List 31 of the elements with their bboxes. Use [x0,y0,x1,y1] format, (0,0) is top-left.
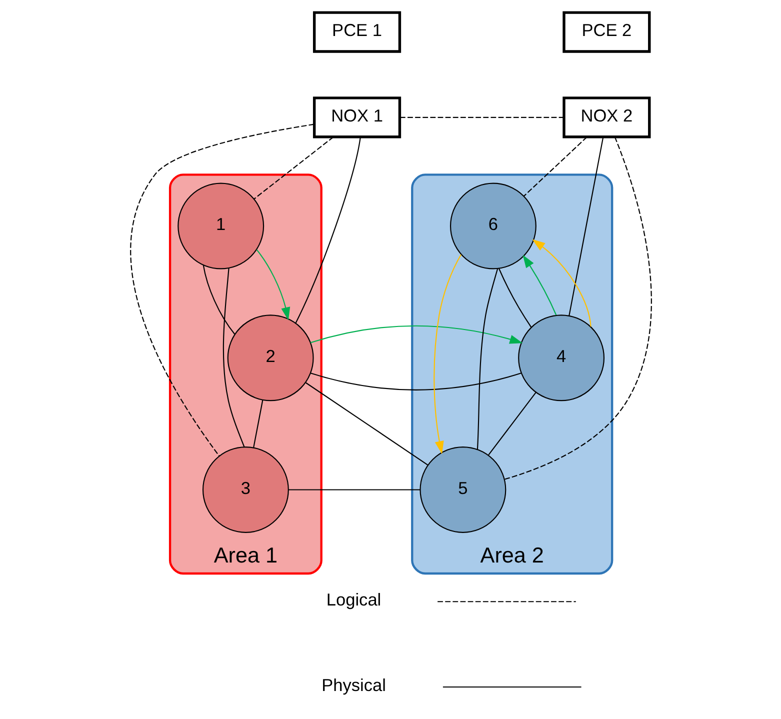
arrow [522,254,556,316]
legend-label: Physical [321,675,386,696]
connector [202,264,235,334]
connector [294,137,360,324]
node-box: NOX 2 [562,96,650,138]
connector [504,136,652,480]
node-box: NOX 1 [312,96,401,138]
node-circle: 2 [226,314,314,402]
node-circle: 4 [518,314,604,402]
node-box: PCE 2 [562,11,650,53]
arrow [532,239,591,327]
connector [288,489,420,490]
arrow [433,254,461,454]
node-circle: 1 [177,182,264,270]
connector [305,382,428,466]
connector [498,268,532,328]
connector [252,400,263,448]
connector [488,392,536,456]
node-box: PCE 1 [312,11,401,53]
connector [310,372,521,390]
connector [568,137,604,316]
connector [253,136,334,200]
connector [399,116,564,118]
legend-label: Logical [326,590,381,610]
connector [523,136,587,197]
arrow [256,249,290,320]
connector [130,124,314,456]
connector [476,268,498,450]
node-circle: 3 [202,446,288,533]
node-circle: 5 [419,446,506,533]
connector [222,268,244,448]
